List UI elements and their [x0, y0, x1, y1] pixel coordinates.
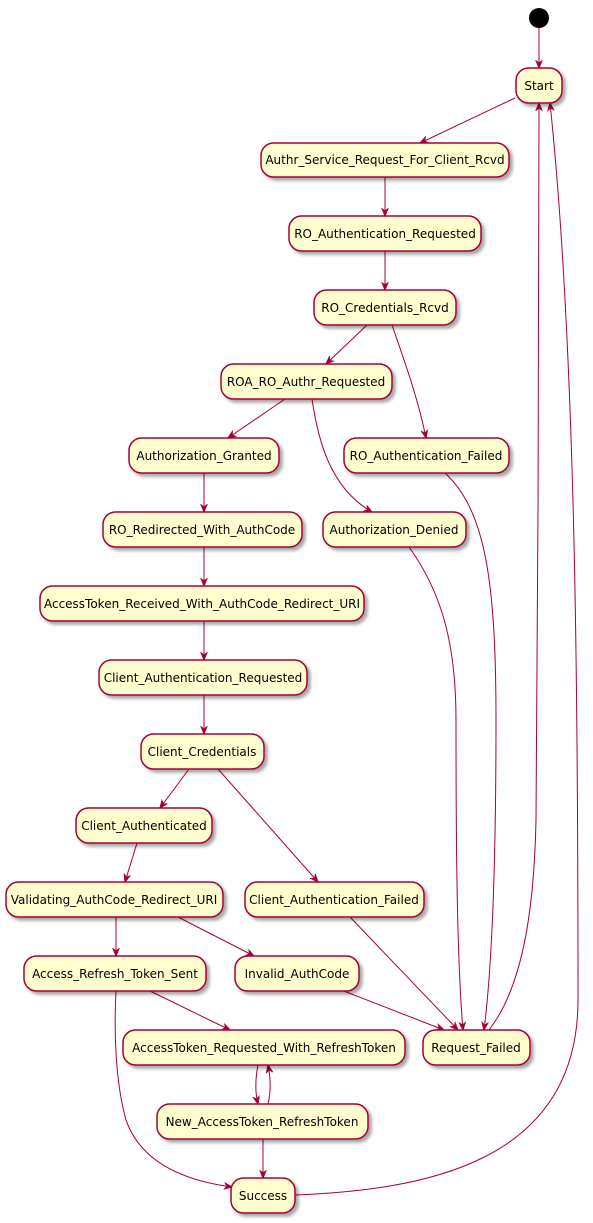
- state-client-authentication-failed[interactable]: Client_Authentication_Failed: [244, 881, 425, 918]
- edge-new-accesstoken-refreshtoken-to-accesstoken-requested-refresh: [268, 1065, 270, 1105]
- state-label: Invalid_AuthCode: [245, 967, 350, 981]
- state-label: Start: [524, 79, 554, 93]
- state-label: Success: [239, 1189, 287, 1203]
- state-ro-redirected-with-authcode[interactable]: RO_Redirected_With_AuthCode: [102, 511, 303, 548]
- state-client-authentication-requested[interactable]: Client_Authentication_Requested: [98, 659, 308, 696]
- state-ro-credentials-rcvd[interactable]: RO_Credentials_Rcvd: [313, 289, 457, 326]
- state-validating-authcode[interactable]: Validating_AuthCode_Redirect_URI: [5, 881, 224, 918]
- edge-ro-credentials-rcvd-to-ro-authentication-failed: [391, 324, 426, 438]
- edge-success-to-start: [294, 103, 579, 1196]
- edge-invalid-authcode-to-request-failed: [335, 987, 444, 1030]
- state-authr-service-request[interactable]: Authr_Service_Request_For_Client_Rcvd: [260, 142, 510, 178]
- state-success[interactable]: Success: [230, 1177, 296, 1214]
- edge-roa-ro-authr-requested-to-authorization-granted: [228, 398, 286, 438]
- state-label: RO_Authentication_Requested: [294, 227, 476, 241]
- state-label: Validating_AuthCode_Redirect_URI: [11, 893, 218, 907]
- state-label: Authr_Service_Request_For_Client_Rcvd: [265, 153, 504, 167]
- state-access-refresh-token-sent[interactable]: Access_Refresh_Token_Sent: [23, 955, 207, 992]
- state-invalid-authcode[interactable]: Invalid_AuthCode: [234, 955, 360, 992]
- edge-authorization-denied-to-request-failed: [408, 546, 463, 1030]
- state-roa-ro-authr-requested[interactable]: ROA_RO_Authr_Requested: [220, 363, 393, 400]
- state-client-credentials[interactable]: Client_Credentials: [140, 733, 265, 770]
- state-label: Access_Refresh_Token_Sent: [32, 967, 198, 981]
- state-label: Authorization_Granted: [136, 449, 271, 463]
- state-label: Client_Authentication_Requested: [104, 671, 303, 685]
- edge-ro-authentication-failed-to-request-failed: [444, 472, 497, 1030]
- edge-client-credentials-to-client-authenticated: [160, 768, 190, 808]
- state-ro-authentication-requested[interactable]: RO_Authentication_Requested: [288, 215, 482, 252]
- state-authorization-granted[interactable]: Authorization_Granted: [128, 437, 280, 474]
- edge-request-failed-to-start: [488, 103, 539, 1031]
- initial-state-icon: [529, 8, 549, 28]
- state-label: ROA_RO_Authr_Requested: [227, 375, 385, 389]
- edge-access-refresh-token-sent-to-success: [114, 990, 232, 1187]
- edge-accesstoken-requested-refresh-to-new-accesstoken-refreshtoken: [256, 1064, 258, 1104]
- edge-client-authentication-failed-to-request-failed: [349, 916, 458, 1030]
- state-accesstoken-requested-refresh[interactable]: AccessToken_Requested_With_RefreshToken: [122, 1029, 406, 1066]
- state-label: RO_Credentials_Rcvd: [321, 301, 448, 315]
- state-label: Request_Failed: [431, 1041, 521, 1055]
- state-label: RO_Authentication_Failed: [350, 449, 503, 463]
- state-label: RO_Redirected_With_AuthCode: [109, 523, 295, 537]
- state-label: AccessToken_Received_With_AuthCode_Redir…: [44, 597, 360, 611]
- edge-access-refresh-token-sent-to-accesstoken-requested-refresh: [149, 990, 230, 1030]
- state-label: New_AccessToken_RefreshToken: [166, 1115, 359, 1129]
- state-label: Client_Authentication_Failed: [249, 893, 419, 907]
- state-label: AccessToken_Requested_With_RefreshToken: [132, 1041, 396, 1055]
- state-request-failed[interactable]: Request_Failed: [422, 1029, 531, 1066]
- edge-client-credentials-to-client-authentication-failed: [217, 768, 318, 882]
- edge-ro-credentials-rcvd-to-roa-ro-authr-requested: [326, 324, 368, 364]
- state-label: Client_Authenticated: [81, 819, 207, 833]
- edge-start-to-authr-service-request: [420, 97, 516, 143]
- state-new-accesstoken-refreshtoken[interactable]: New_AccessToken_RefreshToken: [156, 1103, 369, 1140]
- state-label: Client_Credentials: [148, 745, 257, 759]
- state-accesstoken-received[interactable]: AccessToken_Received_With_AuthCode_Redir…: [39, 585, 365, 622]
- state-start[interactable]: Start: [515, 67, 563, 104]
- state-authorization-denied[interactable]: Authorization_Denied: [322, 511, 467, 548]
- edge-validating-authcode-to-invalid-authcode: [177, 916, 254, 956]
- edge-client-authenticated-to-validating-authcode: [125, 842, 138, 882]
- state-client-authenticated[interactable]: Client_Authenticated: [75, 807, 213, 844]
- transitions: [114, 28, 579, 1196]
- edge-roa-ro-authr-requested-to-authorization-denied: [311, 398, 372, 512]
- state-ro-authentication-failed[interactable]: RO_Authentication_Failed: [343, 437, 510, 474]
- state-label: Authorization_Denied: [330, 523, 459, 537]
